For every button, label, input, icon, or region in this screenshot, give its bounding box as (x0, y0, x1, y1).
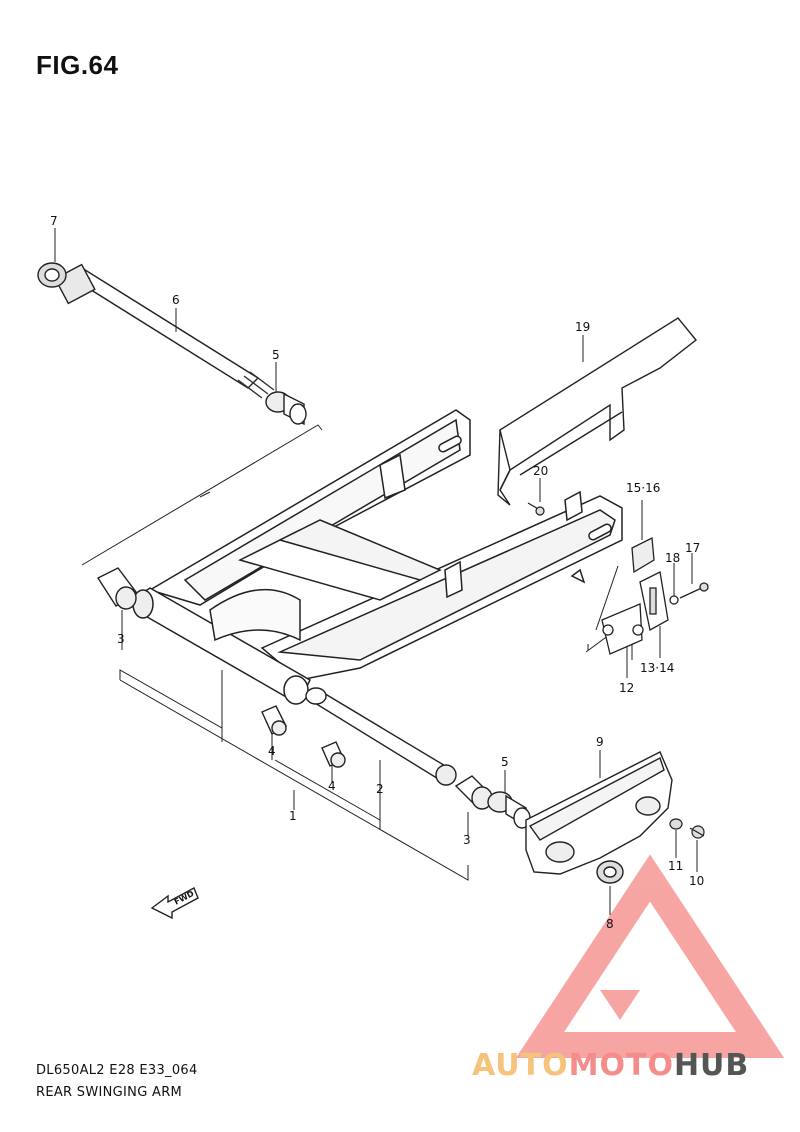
callout-5-bottom: 5 (501, 755, 509, 769)
bearing-3-right (454, 775, 494, 810)
callout-19: 19 (575, 320, 590, 334)
callout-4-left: 4 (268, 744, 276, 758)
callout-8: 8 (606, 917, 614, 931)
callout-1: 1 (289, 809, 297, 823)
callout-13-14: 13·14 (640, 661, 674, 675)
swingarm-body (132, 409, 623, 705)
callout-10: 10 (689, 874, 704, 888)
callout-3-left: 3 (117, 632, 125, 646)
callout-12: 12 (619, 681, 634, 695)
callout-3-right: 3 (463, 833, 471, 847)
chain-guide-9 (525, 751, 673, 875)
bearing-3-left (96, 567, 137, 610)
nut-8 (596, 860, 624, 884)
bushing-5-top (265, 391, 307, 426)
watermark-part-moto: MOTO (568, 1048, 674, 1083)
bushing-5-bottom (487, 791, 531, 829)
callout-20: 20 (533, 464, 548, 478)
chain-adjuster-group (601, 536, 709, 655)
section-name: REAR SWINGING ARM (36, 1085, 183, 1100)
watermark-text: AUTOMOTOHUB (472, 1048, 749, 1083)
bolt-10 (689, 825, 705, 839)
leader-lines (54, 228, 698, 915)
callout-7: 7 (50, 214, 58, 228)
forward-direction-arrow: FWD (150, 887, 199, 920)
callout-labels: 7 6 5 19 20 15·16 18 17 3 12 13·14 4 4 2… (50, 214, 704, 931)
pivot-shaft (54, 263, 275, 399)
watermark-logo (515, 854, 785, 1058)
watermark-part-auto: AUTO (472, 1048, 569, 1083)
callout-17: 17 (685, 541, 700, 555)
model-code: DL650AL2 E28 E33_064 (36, 1063, 198, 1078)
callout-9: 9 (596, 735, 604, 749)
bearing-4-right (321, 741, 346, 768)
collar-11 (669, 818, 683, 830)
callout-5-top: 5 (272, 348, 280, 362)
callout-15-16: 15·16 (626, 481, 660, 495)
chain-cover-19 (497, 317, 697, 506)
pivot-tube-2 (305, 687, 457, 786)
bearing-4-left (261, 705, 287, 736)
nut-7 (37, 262, 67, 288)
screw-20 (527, 502, 545, 516)
callout-18: 18 (665, 551, 680, 565)
callout-2: 2 (376, 782, 384, 796)
figure-title: FIG.64 (36, 50, 119, 80)
watermark-part-hub: HUB (673, 1048, 750, 1083)
callout-4-right: 4 (328, 779, 336, 793)
callout-6: 6 (172, 293, 180, 307)
callout-11: 11 (668, 859, 683, 873)
